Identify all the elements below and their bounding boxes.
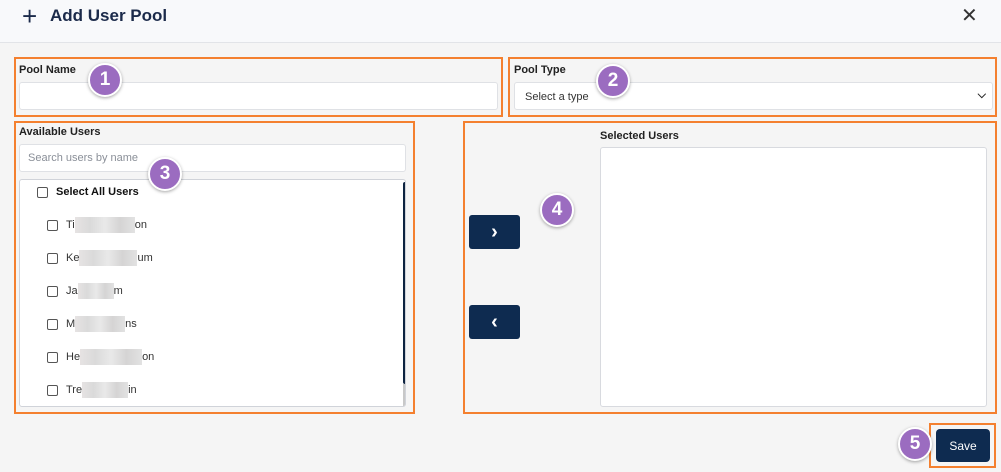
annotation-badge-5: 5 xyxy=(898,427,932,461)
user-name-prefix: Ti xyxy=(66,219,75,231)
user-row[interactable]: Tre in xyxy=(47,382,137,398)
annotation-badge-1: 1 xyxy=(88,63,122,97)
annotation-box-4 xyxy=(463,121,997,414)
list-scrollbar-thumb[interactable] xyxy=(403,182,405,384)
user-name-suffix: on xyxy=(142,351,155,363)
redacted-name xyxy=(80,349,143,365)
user-row[interactable]: Ja m xyxy=(47,283,123,299)
pool-type-label: Pool Type xyxy=(514,64,566,76)
user-checkbox[interactable] xyxy=(47,285,58,297)
user-checkbox[interactable] xyxy=(47,219,58,231)
move-right-button[interactable]: › xyxy=(469,215,520,249)
redacted-name xyxy=(77,283,114,299)
user-name-suffix: um xyxy=(137,252,153,264)
chevron-left-icon: ‹ xyxy=(491,311,498,333)
annotation-badge-2: 2 xyxy=(596,64,630,98)
user-name-prefix: He xyxy=(66,351,81,363)
user-name-prefix: Ja xyxy=(66,285,78,297)
user-name-prefix: M xyxy=(66,318,76,330)
user-checkbox[interactable] xyxy=(47,318,58,330)
save-button[interactable]: Save xyxy=(936,429,990,462)
user-checkbox[interactable] xyxy=(47,351,58,363)
search-users-input[interactable] xyxy=(19,144,406,172)
user-name-prefix: Ke xyxy=(66,252,80,264)
move-left-button[interactable]: ‹ xyxy=(469,305,520,339)
select-all-checkbox[interactable] xyxy=(37,186,48,198)
close-icon[interactable]: ✕ xyxy=(961,5,978,27)
pool-type-selected-value: Select a type xyxy=(525,91,589,103)
redacted-name xyxy=(75,316,126,332)
user-name-suffix: m xyxy=(113,285,123,297)
user-row[interactable]: He on xyxy=(47,349,154,365)
available-users-label: Available Users xyxy=(19,126,101,138)
select-all-row[interactable]: Select All Users xyxy=(37,184,139,200)
selected-users-label: Selected Users xyxy=(600,130,679,142)
annotation-badge-3: 3 xyxy=(148,157,182,191)
list-scrollbar-track[interactable] xyxy=(403,384,405,406)
modal-title: Add User Pool xyxy=(50,6,168,25)
chevron-down-icon: ⌵ xyxy=(977,89,986,101)
user-name-prefix: Tre xyxy=(66,384,83,396)
user-checkbox[interactable] xyxy=(47,384,58,396)
user-name-suffix: on xyxy=(134,219,148,231)
modal-header: + Add User Pool ✕ xyxy=(0,0,1001,43)
chevron-right-icon: › xyxy=(491,221,498,243)
annotation-box-3 xyxy=(14,121,415,414)
annotation-box-1 xyxy=(14,57,503,117)
user-checkbox[interactable] xyxy=(47,252,58,264)
selected-users-list[interactable] xyxy=(600,147,987,407)
annotation-badge-4: 4 xyxy=(540,193,574,227)
user-row[interactable]: Ti on xyxy=(47,217,147,233)
plus-icon: + xyxy=(22,1,38,31)
pool-type-select[interactable]: Select a type ⌵ xyxy=(514,82,993,110)
annotation-box-2 xyxy=(508,57,997,117)
pool-name-label: Pool Name xyxy=(19,64,76,76)
redacted-name xyxy=(79,250,138,266)
select-all-label: Select All Users xyxy=(56,186,139,198)
redacted-name xyxy=(82,382,129,398)
redacted-name xyxy=(74,217,135,233)
user-name-suffix: in xyxy=(128,384,137,396)
user-name-suffix: ns xyxy=(125,318,137,330)
user-row[interactable]: Ke um xyxy=(47,250,153,266)
